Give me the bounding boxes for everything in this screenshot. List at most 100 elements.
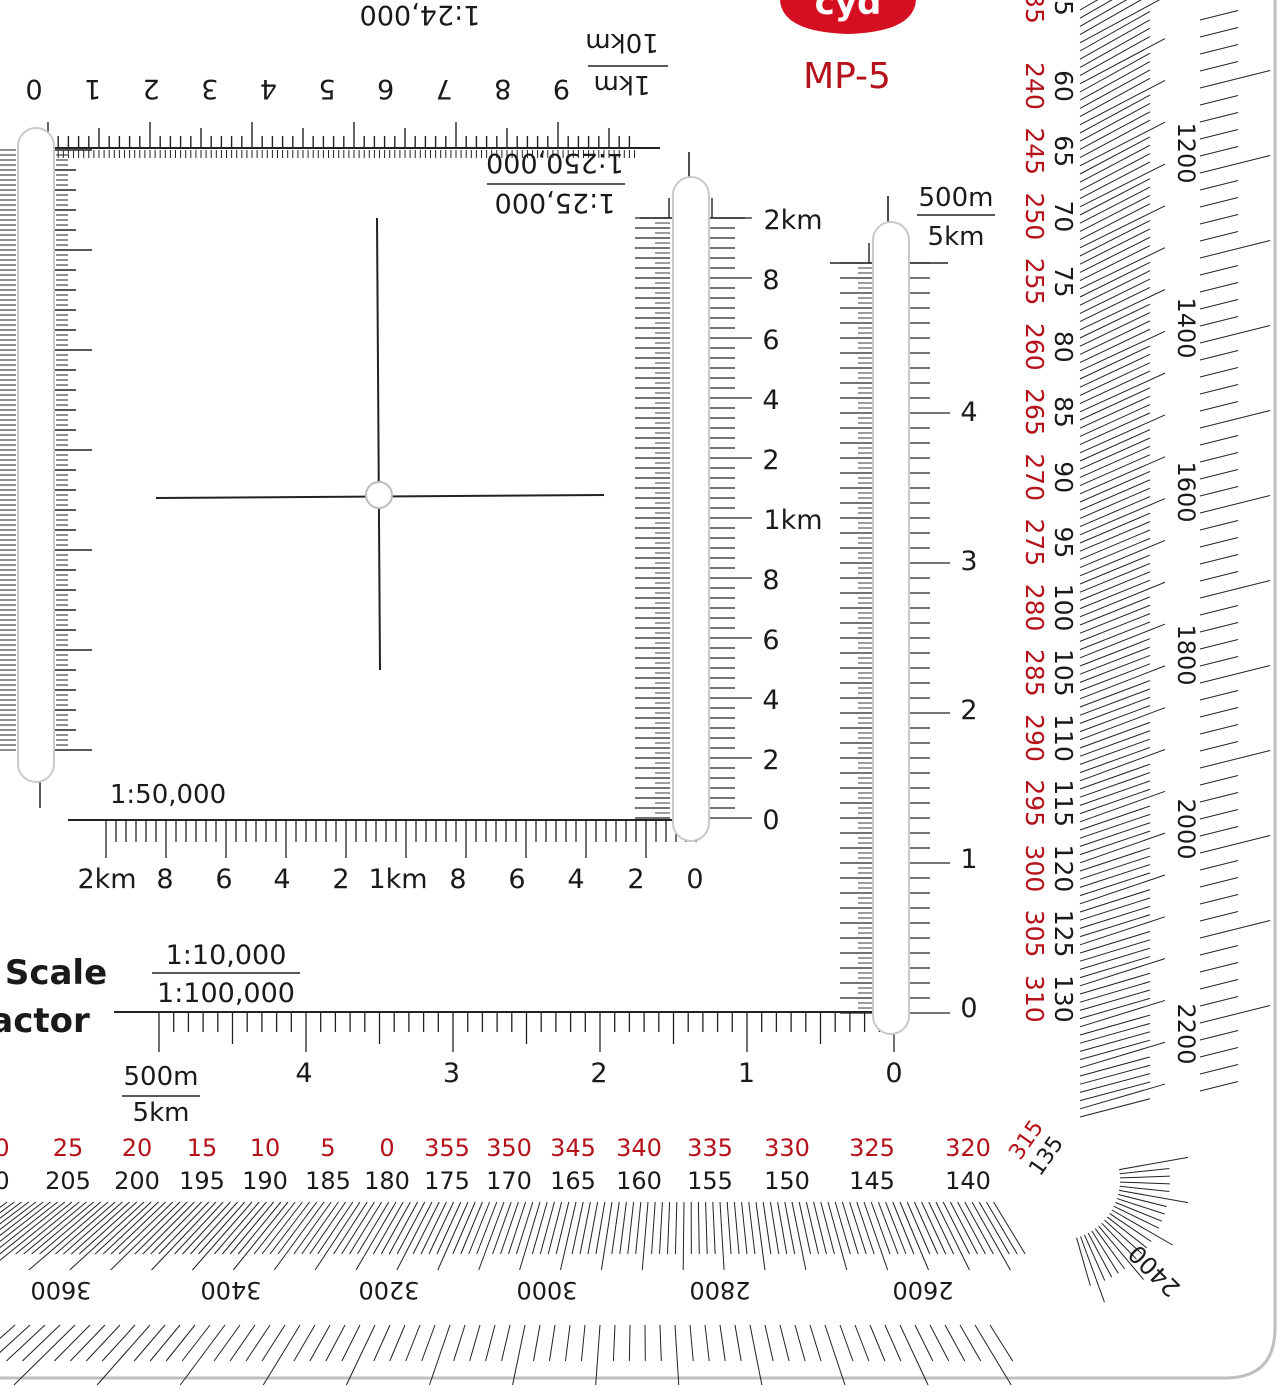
bottom-fan-tick xyxy=(429,1202,454,1254)
bottom-mil-label: 3200 xyxy=(358,1276,419,1304)
bottom-fan-tick-outer xyxy=(54,1325,90,1361)
right-fan-tick xyxy=(1080,982,1150,1003)
right-fan-tick-outer xyxy=(1200,215,1238,225)
v2-500m: 500m xyxy=(919,183,994,213)
right-red-degree: 240 xyxy=(1020,62,1049,110)
bottom-fan-tick-outer xyxy=(70,1325,105,1361)
bottom-fan-tick xyxy=(660,1202,663,1254)
bottom-fan-tick xyxy=(175,1202,224,1254)
bottom-fan-tick-outer xyxy=(885,1325,901,1361)
right-mil-label: 2200 xyxy=(1172,1003,1200,1064)
bottom-red-degree: 355 xyxy=(424,1134,470,1162)
bottom-fan-tick-outer xyxy=(342,1325,360,1361)
bottom-fan-tick xyxy=(509,1202,526,1254)
bottom-fan-tick xyxy=(294,1202,331,1254)
h10-500m: 500m xyxy=(124,1062,199,1092)
bottom-fan-tick xyxy=(972,1202,1010,1270)
v1-label: 8 xyxy=(762,265,779,296)
bottom-fan-tick-outer xyxy=(422,1325,435,1361)
right-fan-tick-outer xyxy=(1200,147,1238,157)
right-fan-tick xyxy=(1080,373,1165,412)
h10-label: 2 xyxy=(590,1058,607,1089)
bottom-fan-tick-outer xyxy=(166,1325,195,1361)
right-mil-label: 2000 xyxy=(1172,798,1200,859)
bottom-fan-tick xyxy=(667,1202,669,1254)
right-red-degree: 300 xyxy=(1020,845,1049,893)
right-fan-tick xyxy=(1080,20,1150,59)
right-fan-tick-outer xyxy=(1200,895,1238,905)
right-black-fragment: 5 xyxy=(1049,0,1078,16)
bottom-fan-tick xyxy=(727,1202,731,1254)
bottom-red-degree: 335 xyxy=(687,1134,733,1162)
right-fan-tick xyxy=(1080,791,1165,821)
bottom-fan-tick xyxy=(548,1202,561,1254)
right-red-degree: 280 xyxy=(1020,584,1049,632)
right-fan-tick xyxy=(1080,446,1150,477)
right-black-degree: 65 xyxy=(1049,135,1078,167)
bottom-fan-tick-outer xyxy=(429,1325,450,1385)
bottom-red-degree: 0 xyxy=(0,1134,10,1162)
bottom-fan-tick xyxy=(936,1202,969,1270)
bottom-black-degree: 205 xyxy=(45,1167,91,1195)
right-fan-tick-outer xyxy=(1200,751,1270,769)
crosshair xyxy=(156,218,604,670)
right-fan-tick-outer xyxy=(1200,232,1238,242)
bottom-fan-tick xyxy=(698,1202,699,1254)
bottom-fan-tick-outer xyxy=(230,1325,255,1361)
right-fan-tick xyxy=(1080,438,1150,469)
bottom-fan-tick xyxy=(620,1202,627,1254)
v1-label: 2 xyxy=(762,445,779,476)
bottom-mil-label: 2800 xyxy=(689,1276,750,1304)
bottom-fan-tick-outer xyxy=(629,1325,630,1361)
bottom-red-degree: 330 xyxy=(764,1134,810,1162)
bottom-fan-tick xyxy=(596,1202,605,1254)
factor-word: actor xyxy=(0,1001,90,1041)
bottom-fan-tick xyxy=(119,1202,173,1254)
bottom-fan-tick xyxy=(588,1202,598,1254)
bottom-black-degree: 180 xyxy=(364,1167,410,1195)
top-km-number: 6 xyxy=(377,73,394,104)
right-fan-tick-outer xyxy=(1200,572,1238,582)
right-fan-tick xyxy=(1080,750,1165,781)
right-fan-tick xyxy=(1080,655,1150,682)
bottom-fan-tick xyxy=(778,1202,787,1254)
right-fan-tick xyxy=(1080,538,1150,567)
right-red-degree: 305 xyxy=(1020,910,1049,958)
bottom-fan-tick xyxy=(792,1202,806,1270)
bottom-fan-tick-outer xyxy=(150,1325,180,1361)
bottom-fan-tick xyxy=(71,1202,129,1254)
right-red-degree: 310 xyxy=(1020,975,1049,1023)
bottom-fan-tick xyxy=(532,1202,547,1254)
bottom-fan-tick-outer xyxy=(486,1325,495,1361)
top-km-number: 0 xyxy=(25,73,42,104)
h50-label: 8 xyxy=(449,864,466,895)
right-fan-tick xyxy=(1080,580,1150,608)
right-fan-tick xyxy=(1080,1015,1150,1035)
bottom-fan-tick xyxy=(943,1202,969,1254)
right-fan-tick xyxy=(1080,455,1150,486)
right-fan-tick xyxy=(1080,1023,1150,1043)
right-fan-tick-outer xyxy=(1200,266,1238,276)
bottom-fan-tick xyxy=(438,1202,468,1270)
v1-label: 2km xyxy=(763,205,822,236)
right-black-degree: 90 xyxy=(1049,461,1078,493)
bottom-fan-tick-outer xyxy=(960,1325,981,1361)
right-fan-tick xyxy=(1080,162,1150,199)
bottom-fan-tick xyxy=(55,1202,115,1254)
right-fan-tick xyxy=(1080,931,1150,953)
v2-label: 4 xyxy=(960,397,977,428)
right-fan-tick-outer xyxy=(1200,640,1238,650)
bottom-red-degree: 20 xyxy=(122,1134,153,1162)
right-fan-tick xyxy=(1080,731,1150,756)
bottom-fan-tick xyxy=(421,1202,446,1254)
right-red-degree: 285 xyxy=(1020,649,1049,697)
bottom-fan-tick xyxy=(652,1202,656,1254)
right-fan-tick xyxy=(1080,697,1150,723)
top-km-number: 2 xyxy=(143,73,160,104)
right-fan-tick-outer xyxy=(1200,11,1238,21)
bottom-fan-tick xyxy=(749,1202,755,1254)
bottom-red-degree: 325 xyxy=(849,1134,895,1162)
right-black-degree: 60 xyxy=(1049,70,1078,102)
bottom-fan-tick-outer xyxy=(549,1325,555,1361)
bottom-fan-tick-outer xyxy=(97,1325,150,1385)
